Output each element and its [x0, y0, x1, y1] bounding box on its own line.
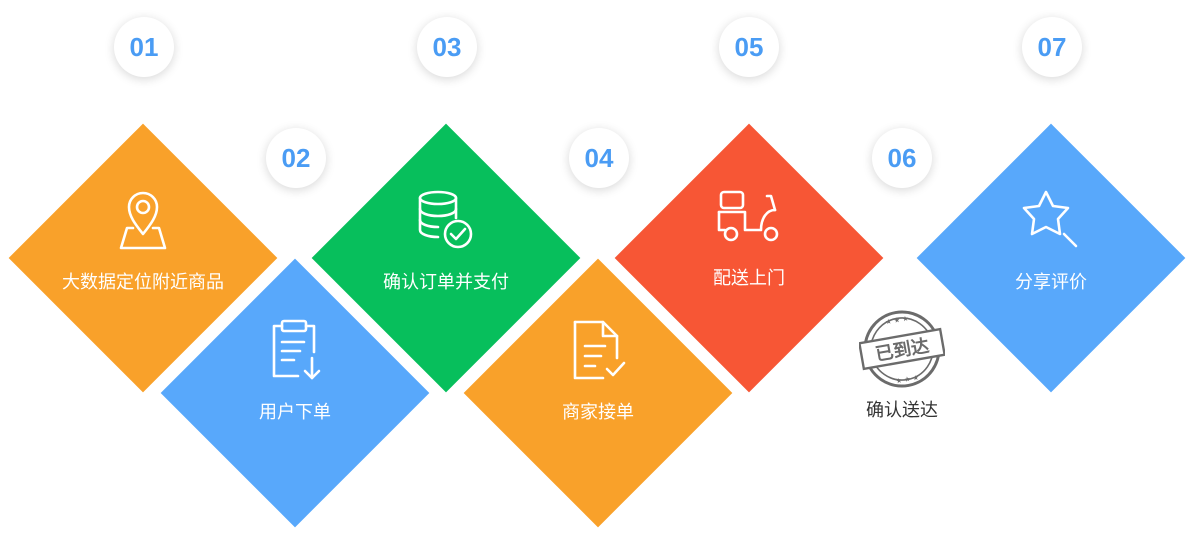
arrived-stamp-icon: ★ ★ ★ ★ ★ ★ 已到达: [859, 310, 945, 388]
step-3-content: 确认订单并支付: [346, 188, 546, 294]
document-check-icon: [573, 320, 626, 380]
step-7-content: 分享评价: [951, 188, 1151, 294]
step-number-badge: 07: [1022, 17, 1082, 77]
step-label: 确认订单并支付: [383, 272, 509, 293]
scooter-icon: [717, 190, 779, 242]
step-label: 商家接单: [562, 402, 634, 423]
step-1-content: 大数据定位附近商品: [43, 188, 243, 294]
step-number-badge: 05: [719, 17, 779, 77]
step-number-badge: 01: [114, 17, 174, 77]
svg-text:★ ★ ★: ★ ★ ★: [885, 314, 909, 326]
step-number-badge: 06: [872, 128, 932, 188]
step-5-content: 配送上门: [649, 188, 849, 290]
step-4-content: 商家接单: [498, 318, 698, 424]
star-search-icon: [1022, 190, 1078, 248]
step-label: 大数据定位附近商品: [62, 272, 224, 293]
step-6-content: ★ ★ ★ ★ ★ ★ 已到达 确认送达: [840, 306, 964, 422]
step-number-badge: 04: [569, 128, 629, 188]
step-label: 用户下单: [259, 402, 331, 423]
location-pin-icon: [119, 191, 167, 250]
step-number-badge: 03: [417, 17, 477, 77]
step-label: 分享评价: [1015, 272, 1087, 293]
step-label: 配送上门: [713, 268, 785, 289]
clipboard-download-icon: [272, 319, 321, 380]
database-check-icon: [418, 190, 473, 249]
step-2-content: 用户下单: [195, 318, 395, 424]
step-label: 确认送达: [866, 400, 938, 421]
svg-text:★ ★ ★: ★ ★ ★: [895, 374, 919, 386]
step-number-badge: 02: [266, 128, 326, 188]
